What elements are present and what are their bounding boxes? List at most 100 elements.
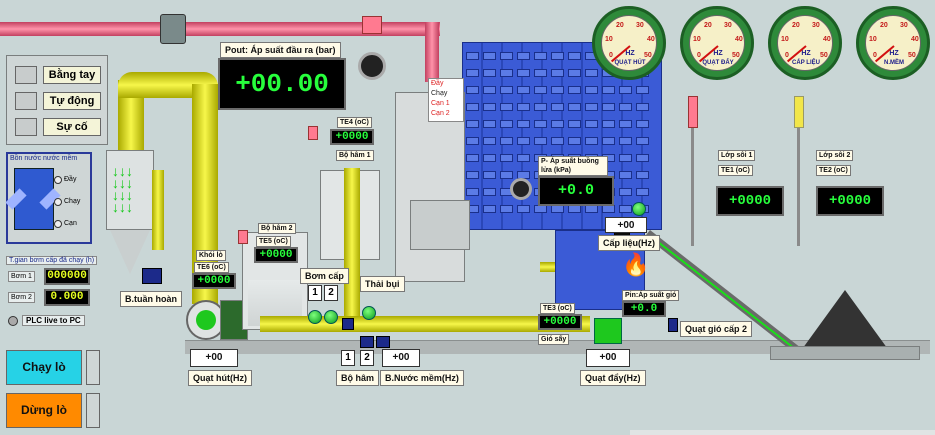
secondary-fan-icon[interactable] — [668, 318, 678, 332]
damper-icon — [517, 137, 530, 145]
damper-icon — [534, 137, 547, 145]
eco-motor-2-icon[interactable] — [360, 336, 374, 348]
forced-fan-icon[interactable] — [594, 318, 622, 344]
valve-small-icon[interactable] — [362, 16, 382, 34]
damper-icon — [517, 103, 530, 111]
tank-legend-run: Chạy — [431, 90, 448, 97]
damper-icon — [466, 137, 479, 145]
damper-icon — [483, 120, 496, 128]
coal-bin — [770, 346, 920, 360]
soft-water-empty-label: Cạn — [64, 220, 77, 227]
run-boiler-status — [86, 350, 100, 385]
damper-icon — [517, 120, 530, 128]
damper-icon — [483, 86, 496, 94]
te4-name: Bộ hâm 1 — [336, 150, 374, 161]
economizer-2-button[interactable]: 2 — [360, 350, 374, 366]
te5-name: Bộ hâm 2 — [258, 223, 296, 234]
te6-label: TE6 (oC) — [194, 262, 229, 273]
soft-water-run-led — [54, 198, 62, 206]
mode-bang-tay-button[interactable]: Bằng tay — [43, 66, 101, 84]
mode-tu-dong-indicator[interactable] — [15, 92, 37, 110]
run-boiler-button[interactable]: Chạy lò — [6, 350, 82, 385]
damper-icon — [483, 205, 496, 213]
te4-label: TE4 (oC) — [337, 117, 372, 128]
pump-time-title: T.gian bơm cấp đã chạy (h) — [6, 256, 98, 265]
plc-live-label: PLC live to PC — [22, 315, 85, 326]
damper-icon — [619, 188, 632, 196]
damper-icon — [517, 205, 530, 213]
mode-su-co-indicator[interactable] — [15, 118, 37, 136]
soft-water-freq[interactable]: +00 — [382, 349, 420, 367]
pf-value: +0.0 — [538, 176, 614, 206]
cyclone-cone — [110, 230, 150, 274]
damper-icon — [619, 103, 632, 111]
damper-icon — [483, 154, 496, 162]
plc-live-led — [8, 316, 18, 326]
damper-icon — [534, 205, 547, 213]
forced-fan-label: Quạt đẩy(Hz) — [580, 370, 646, 386]
damper-icon — [500, 171, 513, 179]
damper-icon — [517, 52, 530, 60]
feed-pump-2-button[interactable]: 2 — [324, 285, 338, 301]
tank-legend-low2: Cạn 2 — [431, 110, 450, 117]
induced-fan-label: Quạt hút(Hz) — [188, 370, 252, 386]
flame-icon: 🔥 — [622, 252, 650, 277]
economizer-1-button[interactable]: 1 — [341, 350, 355, 366]
pin-label: Pin:Áp suất gió — [622, 290, 680, 301]
damper-icon — [619, 154, 632, 162]
damper-icon — [466, 52, 479, 60]
damper-icon — [483, 137, 496, 145]
damper-icon — [517, 154, 530, 162]
damper-icon — [500, 137, 513, 145]
mode-bang-tay-indicator[interactable] — [15, 66, 37, 84]
damper-icon — [483, 171, 496, 179]
te5-sensor-icon — [238, 230, 248, 244]
mode-tu-dong-button[interactable]: Tự động — [43, 92, 101, 110]
damper-icon — [483, 69, 496, 77]
tank-legend-full: Đầy — [431, 80, 444, 87]
forced-fan-freq[interactable]: +00 — [586, 349, 630, 367]
damper-icon — [466, 120, 479, 128]
bed2-title: Lớp sôi 2 — [816, 150, 854, 161]
feed-pump-1-led — [308, 310, 322, 324]
damper-icon — [551, 103, 564, 111]
soft-water-empty-led — [54, 220, 62, 228]
damper-icon — [636, 154, 649, 162]
feed-pump-2-led — [324, 310, 338, 324]
damper-icon — [585, 69, 598, 77]
soft-water-title: Bồn nước nước mềm — [10, 155, 78, 162]
damper-icon — [602, 120, 615, 128]
damper-icon — [500, 120, 513, 128]
damper-icon — [517, 69, 530, 77]
damper-icon — [534, 103, 547, 111]
damper-icon — [483, 52, 496, 60]
induced-fan-freq[interactable]: +00 — [190, 349, 238, 367]
feeder-freq[interactable]: +00 — [605, 217, 647, 233]
damper-icon — [619, 86, 632, 94]
dust-discharge-label: Thải bụi — [360, 276, 405, 292]
te2-sensor-icon — [792, 96, 806, 246]
valve-icon[interactable] — [160, 14, 186, 44]
damper-icon — [517, 86, 530, 94]
stop-boiler-button[interactable]: Dừng lò — [6, 393, 82, 428]
tank-legend-low1: Cạn 1 — [431, 100, 450, 107]
damper-icon — [619, 171, 632, 179]
circulation-pump-icon[interactable] — [142, 268, 162, 284]
damper-icon — [551, 137, 564, 145]
damper-icon — [500, 52, 513, 60]
induced-fan-icon[interactable] — [186, 300, 226, 340]
feed-pump-1-button[interactable]: 1 — [308, 285, 322, 301]
pump1-label: Bơm 1 — [8, 271, 35, 282]
damper-icon — [568, 137, 581, 145]
eco-motor-1-icon[interactable] — [342, 318, 354, 330]
te5-value: +0000 — [254, 247, 298, 263]
coal-pile-icon — [800, 290, 890, 352]
mode-su-co-button[interactable]: Sự cố — [43, 118, 101, 136]
tank-legend: Đầy Chạy Cạn 1 Cạn 2 — [428, 78, 464, 122]
soft-water-pump-icon[interactable] — [376, 336, 390, 348]
cyclone-arrows-icon: ↓↓↓↓↓↓↓↓↓↓↓↓ — [112, 163, 133, 215]
soft-water-full-label: Đầy — [64, 176, 77, 183]
soft-water-full-led — [54, 176, 62, 184]
te4-value: +0000 — [330, 129, 374, 145]
damper-icon — [585, 120, 598, 128]
